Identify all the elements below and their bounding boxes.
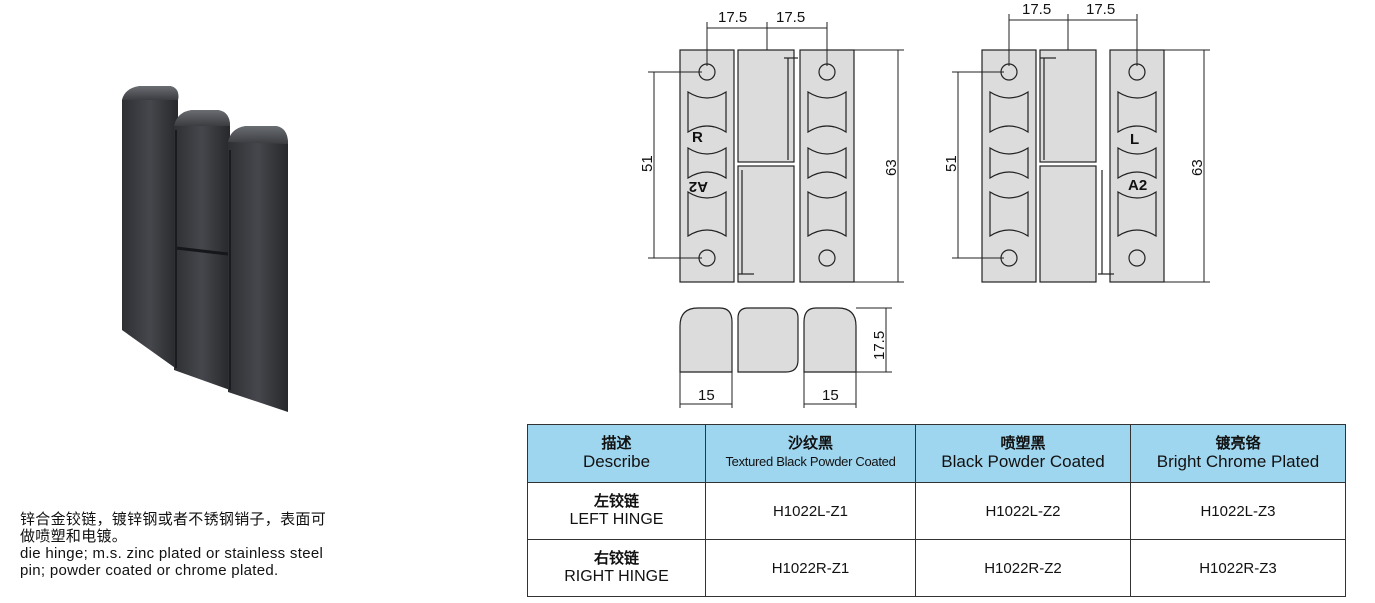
header-bright-chrome: 镀亮铬 Bright Chrome Plated <box>1130 424 1346 483</box>
right-dim-top-left: 17.5 <box>718 9 747 26</box>
product-code: H1022L-Z3 <box>1130 482 1346 540</box>
profile-dim-bottom-right: 15 <box>822 387 839 404</box>
header-describe-en: Describe <box>582 452 651 471</box>
hinge-profile-view <box>679 307 857 373</box>
header-bright-chrome-en: Bright Chrome Plated <box>1156 452 1320 471</box>
header-black-powder-cn: 喷塑黑 <box>1000 435 1046 452</box>
left-dim-top-right: 17.5 <box>1086 1 1115 18</box>
product-code: H1022R-Z1 <box>705 539 916 597</box>
header-textured-black-cn: 沙纹黑 <box>787 435 833 452</box>
technical-drawings: 17.5 17.5 51 63 R A2 17.5 17.5 51 63 L A… <box>639 1 1210 408</box>
right-dim-right: 63 <box>883 159 900 176</box>
product-spec-table: 描述 Describe 沙纹黑 Textured Black Powder Co… <box>527 424 1346 597</box>
row-label-cn: 左铰链 <box>593 493 639 510</box>
product-code: H1022R-Z3 <box>1130 539 1346 597</box>
product-description: 锌合金铰链，镀锌钢或者不锈钢销子，表面可 做喷塑和电镀。 die hinge; … <box>20 511 440 579</box>
product-code: H1022L-Z2 <box>915 482 1131 540</box>
right-dim-top-right: 17.5 <box>776 9 805 26</box>
header-textured-black: 沙纹黑 Textured Black Powder Coated <box>705 424 916 483</box>
left-hinge-front-view <box>981 49 1165 283</box>
header-describe-cn: 描述 <box>601 435 632 452</box>
left-dim-left: 51 <box>943 155 960 172</box>
header-describe: 描述 Describe <box>527 424 706 483</box>
product-code: H1022R-Z2 <box>915 539 1131 597</box>
description-en-line-1: die hinge; m.s. zinc plated or stainless… <box>20 545 324 562</box>
row-label-right-hinge: 右铰链 RIGHT HINGE <box>527 539 706 597</box>
product-photo <box>122 86 288 412</box>
row-label-left-hinge: 左铰链 LEFT HINGE <box>527 482 706 540</box>
left-mark-1: L <box>1130 131 1139 148</box>
row-label-en: LEFT HINGE <box>569 511 664 528</box>
table-row: 右铰链 RIGHT HINGE H1022R-Z1 H1022R-Z2 H102… <box>527 539 1346 597</box>
description-cn-line-2: 做喷塑和电镀。 <box>20 528 128 545</box>
right-dim-left: 51 <box>639 155 656 172</box>
header-bright-chrome-cn: 镀亮铬 <box>1215 435 1261 452</box>
left-dim-right: 63 <box>1189 159 1206 176</box>
description-en-line-2: pin; powder coated or chrome plated. <box>20 562 279 579</box>
right-mark-1: R <box>692 129 703 146</box>
right-hinge-front-view <box>679 49 855 283</box>
header-black-powder: 喷塑黑 Black Powder Coated <box>915 424 1131 483</box>
header-black-powder-en: Black Powder Coated <box>941 452 1105 471</box>
product-code: H1022L-Z1 <box>705 482 916 540</box>
left-dim-top-left: 17.5 <box>1022 1 1051 18</box>
header-textured-black-en: Textured Black Powder Coated <box>725 454 896 469</box>
profile-dim-bottom-left: 15 <box>698 387 715 404</box>
table-row: 左铰链 LEFT HINGE H1022L-Z1 H1022L-Z2 H1022… <box>527 482 1346 540</box>
description-cn-line-1: 锌合金铰链，镀锌钢或者不锈钢销子，表面可 <box>20 511 327 528</box>
row-label-cn: 右铰链 <box>593 550 639 567</box>
profile-dim-height: 17.5 <box>871 331 888 360</box>
row-label-en: RIGHT HINGE <box>564 568 669 585</box>
right-mark-2: A2 <box>689 178 708 195</box>
left-mark-2: A2 <box>1128 177 1147 194</box>
table-header-row: 描述 Describe 沙纹黑 Textured Black Powder Co… <box>527 424 1346 483</box>
